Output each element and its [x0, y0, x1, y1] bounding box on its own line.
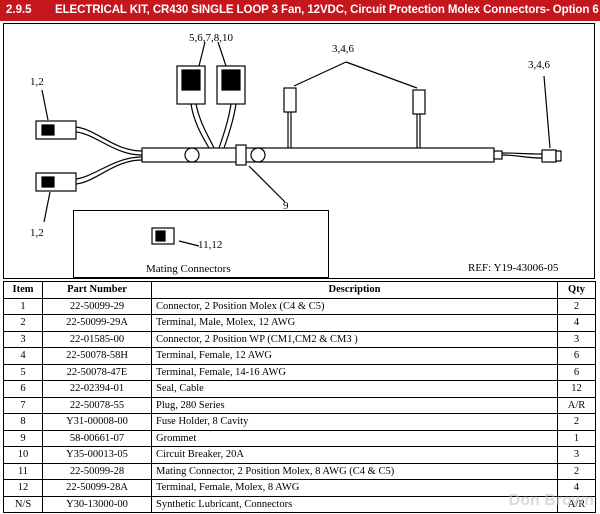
parts-table: Item Part Number Description Qty 1 22-50…: [3, 281, 596, 513]
qty-cell: 3: [557, 446, 596, 464]
item-cell: 10: [3, 446, 43, 464]
item-cell: 11: [3, 462, 43, 480]
mating-connectors-box: 11,12 Mating Connectors: [73, 210, 329, 278]
description-cell: Terminal, Male, Molex, 12 AWG: [151, 314, 558, 332]
table-row: N/S Y30-13000-00 Synthetic Lubricant, Co…: [3, 495, 596, 513]
breaker-1: [184, 147, 200, 163]
table-row: 12 22-50099-28A Terminal, Female, Molex,…: [3, 479, 596, 497]
qty-cell: 4: [557, 479, 596, 497]
qty-cell: 4: [557, 314, 596, 332]
table-row: 11 22-50099-28 Mating Connector, 2 Posit…: [3, 462, 596, 480]
description-cell: Connector, 2 Position WP (CM1,CM2 & CM3 …: [151, 330, 558, 348]
description-cell: Circuit Breaker, 20A: [151, 446, 558, 464]
qty-cell: 2: [557, 297, 596, 315]
item-cell: 7: [3, 396, 43, 414]
part-number-cell: 22-01585-00: [42, 330, 152, 348]
wire-right: [501, 154, 543, 159]
callout-fuse-holders: 5,6,7,8,10: [189, 32, 233, 44]
wire-left-top: [75, 126, 143, 152]
qty-cell: 3: [557, 330, 596, 348]
callout-right-connector: 3,4,6: [528, 59, 550, 71]
callout-mating: 11,12: [198, 239, 223, 251]
part-number-cell: 22-50099-28A: [42, 479, 152, 497]
item-cell: 6: [3, 380, 43, 398]
item-cell: 2: [3, 314, 43, 332]
description-cell: Terminal, Female, 12 AWG: [151, 347, 558, 365]
description-cell: Plug, 280 Series: [151, 396, 558, 414]
col-qty: Qty: [557, 281, 596, 299]
table-row: 5 22-50078-47E Terminal, Female, 14-16 A…: [3, 363, 596, 381]
description-cell: Mating Connector, 2 Position Molex, 8 AW…: [151, 462, 558, 480]
item-cell: 3: [3, 330, 43, 348]
col-item: Item: [3, 281, 43, 299]
qty-cell: 6: [557, 363, 596, 381]
item-cell: 4: [3, 347, 43, 365]
table-row: 6 22-02394-01 Seal, Cable 12: [3, 380, 596, 398]
col-description: Description: [151, 281, 558, 299]
callout-grommet: 9: [283, 200, 289, 212]
description-cell: Terminal, Female, 14-16 AWG: [151, 363, 558, 381]
qty-cell: A/R: [557, 495, 596, 513]
wire-left-bottom: [75, 156, 143, 180]
qty-cell: A/R: [557, 396, 596, 414]
table-header-row: Item Part Number Description Qty: [3, 281, 596, 299]
section-header: 2.9.5 ELECTRICAL KIT, CR430 SINGLE LOOP …: [0, 0, 600, 21]
item-cell: 5: [3, 363, 43, 381]
table-row: 9 58-00661-07 Grommet 1: [3, 429, 596, 447]
item-cell: 9: [3, 429, 43, 447]
qty-cell: 1: [557, 429, 596, 447]
item-cell: 12: [3, 479, 43, 497]
col-part-number: Part Number: [42, 281, 152, 299]
grommet: [235, 144, 247, 166]
callout-left-bottom: 1,2: [30, 227, 44, 239]
qty-cell: 2: [557, 462, 596, 480]
part-number-cell: 22-02394-01: [42, 380, 152, 398]
part-number-cell: 22-50078-58H: [42, 347, 152, 365]
fan-connector-1: [283, 87, 297, 113]
table-row: 7 22-50078-55 Plug, 280 Series A/R: [3, 396, 596, 414]
item-cell: 1: [3, 297, 43, 315]
description-cell: Fuse Holder, 8 Cavity: [151, 413, 558, 431]
description-cell: Synthetic Lubricant, Connectors: [151, 495, 558, 513]
part-number-cell: Y35-00013-05: [42, 446, 152, 464]
trunk-end-cap: [493, 150, 503, 160]
part-number-cell: 22-50078-47E: [42, 363, 152, 381]
table-row: 4 22-50078-58H Terminal, Female, 12 AWG …: [3, 347, 596, 365]
harness-drawing: [35, 41, 562, 247]
item-cell: N/S: [3, 495, 43, 513]
item-cell: 8: [3, 413, 43, 431]
part-number-cell: 58-00661-07: [42, 429, 152, 447]
mating-caption: Mating Connectors: [146, 263, 231, 275]
description-cell: Seal, Cable: [151, 380, 558, 398]
wiring-diagram: 5,6,7,8,10 3,4,6 3,4,6 1,2 1,2 9 11,12 M…: [3, 23, 595, 279]
table-row: 2 22-50099-29A Terminal, Male, Molex, 12…: [3, 314, 596, 332]
qty-cell: 6: [557, 347, 596, 365]
table-row: 3 22-01585-00 Connector, 2 Position WP (…: [3, 330, 596, 348]
part-number-cell: Y30-13000-00: [42, 495, 152, 513]
part-number-cell: Y31-00008-00: [42, 413, 152, 431]
description-cell: Grommet: [151, 429, 558, 447]
table-row: 10 Y35-00013-05 Circuit Breaker, 20A 3: [3, 446, 596, 464]
part-number-cell: 22-50078-55: [42, 396, 152, 414]
qty-cell: 2: [557, 413, 596, 431]
part-number-cell: 22-50099-28: [42, 462, 152, 480]
callout-left-top: 1,2: [30, 76, 44, 88]
part-number-cell: 22-50099-29A: [42, 314, 152, 332]
qty-cell: 12: [557, 380, 596, 398]
description-cell: Connector, 2 Position Molex (C4 & C5): [151, 297, 558, 315]
reference-number: REF: Y19-43006-05: [468, 262, 559, 274]
right-connector: [541, 149, 557, 163]
section-number: 2.9.5: [6, 4, 32, 16]
description-cell: Terminal, Female, Molex, 8 AWG: [151, 479, 558, 497]
table-row: 8 Y31-00008-00 Fuse Holder, 8 Cavity 2: [3, 413, 596, 431]
section-title: ELECTRICAL KIT, CR430 SINGLE LOOP 3 Fan,…: [55, 4, 599, 16]
table-row: 1 22-50099-29 Connector, 2 Position Mole…: [3, 297, 596, 315]
callout-fan-connectors: 3,4,6: [332, 43, 354, 55]
fan-connector-2: [412, 89, 426, 115]
breaker-2: [250, 147, 266, 163]
part-number-cell: 22-50099-29: [42, 297, 152, 315]
